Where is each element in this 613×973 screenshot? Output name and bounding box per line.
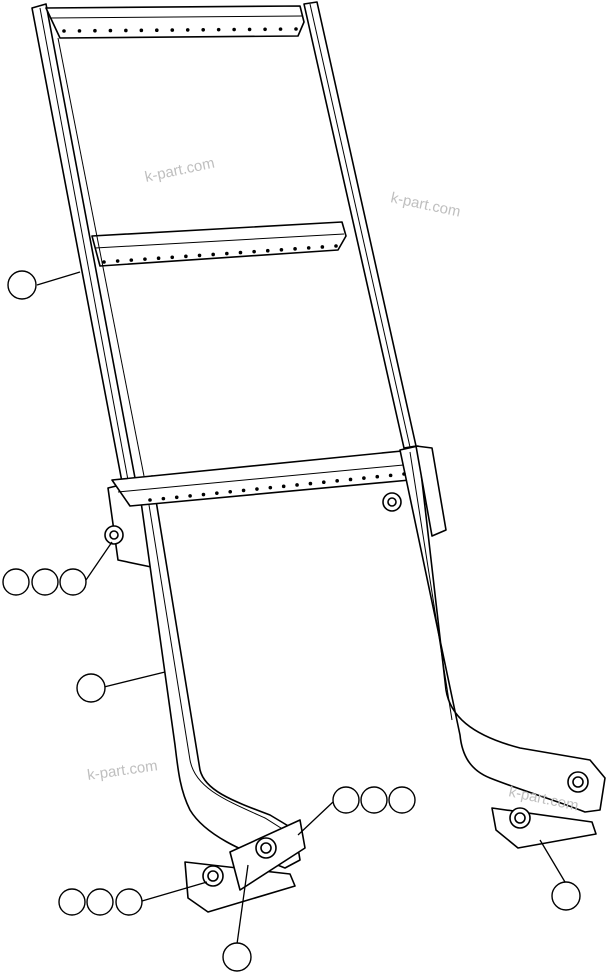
callout-balloon[interactable] bbox=[86, 888, 114, 916]
rung-hole bbox=[155, 28, 159, 32]
rung-hole bbox=[93, 28, 97, 33]
rung-hole bbox=[247, 27, 252, 32]
rung-hole bbox=[215, 491, 219, 495]
callout-balloon[interactable] bbox=[332, 786, 360, 814]
rung-hole bbox=[102, 260, 106, 264]
callout-balloon[interactable] bbox=[59, 568, 87, 596]
rung-hole bbox=[129, 258, 134, 262]
rung-hole bbox=[185, 28, 190, 32]
rung-hole bbox=[184, 254, 188, 259]
rung-hole bbox=[294, 27, 298, 31]
rung-hole bbox=[308, 481, 313, 486]
rung-hole bbox=[320, 245, 325, 249]
rung-hole bbox=[252, 249, 256, 254]
rung-hole bbox=[201, 492, 206, 497]
rung-hole bbox=[170, 255, 175, 260]
rung-hole bbox=[228, 489, 233, 494]
rung-hole bbox=[375, 474, 380, 479]
watermark-3: k-part.com bbox=[86, 757, 159, 784]
rung-holes bbox=[62, 27, 406, 502]
rung-hole bbox=[188, 494, 192, 498]
rung-hole bbox=[139, 28, 144, 33]
rung-hole bbox=[293, 247, 297, 251]
upper-ladder-frame bbox=[31, 1, 417, 483]
callout-balloon[interactable] bbox=[388, 786, 416, 814]
right-foot-bracket bbox=[491, 771, 597, 849]
callout-balloon[interactable] bbox=[7, 270, 37, 300]
leader-lines bbox=[36, 271, 566, 945]
rung-hole bbox=[263, 27, 267, 32]
rung-hole bbox=[161, 496, 166, 501]
rung-hole bbox=[232, 27, 236, 32]
callout-balloon[interactable] bbox=[551, 881, 581, 911]
rung-hole bbox=[115, 259, 120, 263]
rung-hole bbox=[388, 473, 393, 478]
left-foot-bracket bbox=[184, 819, 306, 913]
callout-balloon[interactable] bbox=[31, 568, 59, 596]
rung-hole bbox=[335, 479, 339, 483]
rung-hole bbox=[225, 251, 229, 256]
rung-hole bbox=[143, 257, 147, 261]
rung-hole bbox=[278, 27, 283, 31]
callout-balloon[interactable] bbox=[115, 888, 143, 916]
rung-hole bbox=[211, 252, 215, 257]
callout-balloon[interactable] bbox=[2, 568, 30, 596]
rung-hole bbox=[174, 495, 179, 500]
rung-hole bbox=[265, 248, 270, 253]
callout-balloon[interactable] bbox=[58, 888, 86, 916]
rung-hole bbox=[201, 28, 205, 32]
rung-hole bbox=[124, 28, 128, 33]
rung-hole bbox=[255, 487, 259, 491]
watermark-2: k-part.com bbox=[389, 189, 462, 220]
rung-hole bbox=[306, 246, 311, 250]
rung-hole bbox=[148, 498, 152, 502]
rung-hole bbox=[77, 29, 82, 33]
rung-hole bbox=[268, 485, 273, 490]
rung-hole bbox=[62, 29, 66, 33]
callout-balloon[interactable] bbox=[76, 673, 106, 703]
callout-balloon[interactable] bbox=[222, 942, 252, 972]
rung-hole bbox=[348, 477, 353, 482]
rung-hole bbox=[281, 484, 286, 489]
rung-hole bbox=[216, 27, 221, 32]
rung-hole bbox=[279, 247, 284, 252]
rung-hole bbox=[362, 476, 366, 480]
rung-hole bbox=[238, 250, 243, 255]
callout-balloon[interactable] bbox=[360, 786, 388, 814]
callouts bbox=[2, 270, 581, 972]
rung-hole bbox=[402, 472, 406, 476]
rung-hole bbox=[321, 480, 326, 485]
rung-hole bbox=[156, 256, 161, 261]
rung-hole bbox=[334, 244, 338, 248]
rung-hole bbox=[108, 28, 113, 33]
rung-hole bbox=[197, 253, 202, 258]
rung-hole bbox=[170, 28, 175, 32]
rung-hole bbox=[295, 483, 299, 487]
rung-hole bbox=[241, 488, 246, 493]
watermark-1: k-part.com bbox=[143, 155, 216, 186]
